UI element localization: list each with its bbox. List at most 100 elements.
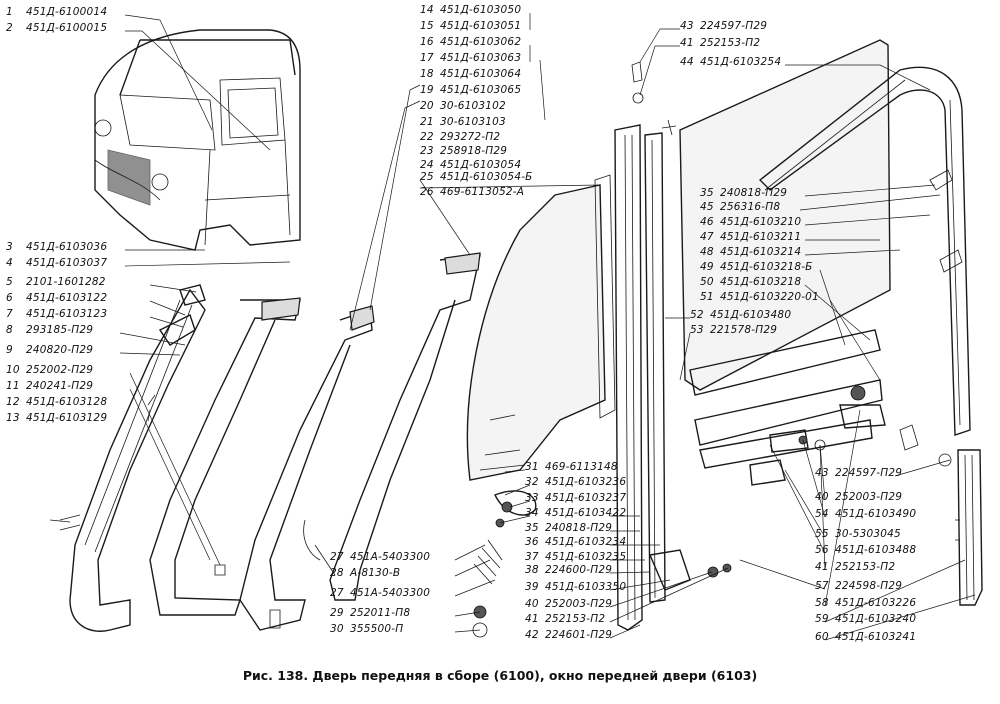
callout-part-code: 451Д-6103241 — [835, 631, 916, 643]
callout-number: 7 — [6, 308, 13, 320]
callout-part-code: 252003-П29 — [545, 598, 612, 610]
callout-part-code: 451Д-6103237 — [545, 492, 626, 504]
callout-number: 48 — [700, 246, 714, 258]
callout-part-code: 451Д-6103422 — [545, 507, 626, 519]
door-glass-front — [466, 174, 616, 481]
callout-number: 41 — [525, 613, 539, 625]
callout-number: 2 — [6, 22, 13, 34]
callout-number: 22 — [420, 131, 434, 143]
callout-number: 27 — [330, 587, 344, 599]
callout-number: 26 — [420, 186, 434, 198]
callout-number: 6 — [6, 292, 13, 304]
callout-number: 13 — [6, 412, 20, 424]
top-fasteners — [631, 61, 677, 136]
callout-part-code: 451Д-6103350 — [545, 581, 626, 593]
callout-number: 44 — [680, 56, 694, 68]
callout-part-code: 221578-П29 — [710, 324, 777, 336]
callout-number: 23 — [420, 145, 434, 157]
callout-part-code: 252002-П29 — [26, 364, 93, 376]
callout-part-code: 451Д-6103051 — [440, 20, 521, 32]
callout-number: 34 — [525, 507, 539, 519]
callout-number: 10 — [6, 364, 20, 376]
callout-part-code: 293272-П2 — [440, 131, 500, 143]
callout-part-code: 224598-П29 — [835, 580, 902, 592]
glass-guide-channels — [614, 124, 732, 631]
callout-number: 5 — [6, 276, 13, 288]
callout-39: 39 451Д-6103350 — [525, 581, 626, 593]
callout-part-code: 30-5303045 — [835, 528, 901, 540]
callout-part-code: 252153-П2 — [835, 561, 895, 573]
callout-part-code: 451Д-6103236 — [545, 476, 626, 488]
callout-part-code: 224601-П29 — [545, 629, 612, 641]
callout-2: 2 451Д-6100015 — [6, 22, 107, 34]
callout-part-code: 224597-П29 — [700, 20, 767, 32]
callout-number: 21 — [420, 116, 434, 128]
callout-part-code: 256316-П8 — [720, 201, 780, 213]
callout-part-code: 240818-П29 — [720, 187, 787, 199]
callout-number: 40 — [815, 491, 829, 503]
callout-15: 15 451Д-6103051 — [420, 20, 521, 32]
callout-number: 27 — [330, 551, 344, 563]
leader-lines — [49, 13, 976, 641]
callout-16: 16 451Д-6103062 — [420, 36, 521, 48]
callout-part-code: 252011-П8 — [350, 607, 410, 619]
callout-40: 40 252003-П29 — [525, 598, 612, 610]
callout-number: 9 — [6, 344, 13, 356]
callout-part-code: 451Д-6103488 — [835, 544, 916, 556]
callout-number: 31 — [525, 461, 539, 473]
callout-number: 15 — [420, 20, 434, 32]
callout-part-code: 2101-1601282 — [26, 276, 106, 288]
callout-number: 39 — [525, 581, 539, 593]
callout-number: 60 — [815, 631, 829, 643]
callout-number: 52 — [690, 309, 704, 321]
callout-47: 47 451Д-6103211 — [700, 231, 801, 243]
callout-number: 41 — [815, 561, 829, 573]
callout-number: 55 — [815, 528, 829, 540]
callout-number: 16 — [420, 36, 434, 48]
vehicle-cab-drawing — [94, 29, 301, 251]
callout-part-code: 451Д-6103054 — [440, 159, 521, 171]
callout-part-code: 451А-5403300 — [350, 551, 430, 563]
callout-40: 40 252003-П29 — [815, 491, 902, 503]
callout-number: 17 — [420, 52, 434, 64]
callout-part-code: 252003-П29 — [835, 491, 902, 503]
callout-part-code: 451Д-6103063 — [440, 52, 521, 64]
callout-number: 4 — [6, 257, 13, 269]
callout-part-code: 451Д-6103062 — [440, 36, 521, 48]
callout-number: 38 — [525, 564, 539, 576]
callout-part-code: 451Д-6103211 — [720, 231, 801, 243]
callout-number: 40 — [525, 598, 539, 610]
callout-number: 28 — [330, 567, 344, 579]
callout-number: 46 — [700, 216, 714, 228]
callout-part-code: 451Д-6103214 — [720, 246, 801, 258]
callout-number: 58 — [815, 597, 829, 609]
callout-part-code: 451Д-6103123 — [26, 308, 107, 320]
callout-number: 47 — [700, 231, 714, 243]
callout-part-code: 451Д-6100015 — [26, 22, 107, 34]
callout-number: 8 — [6, 324, 13, 336]
callout-part-code: 451Д-6103064 — [440, 68, 521, 80]
